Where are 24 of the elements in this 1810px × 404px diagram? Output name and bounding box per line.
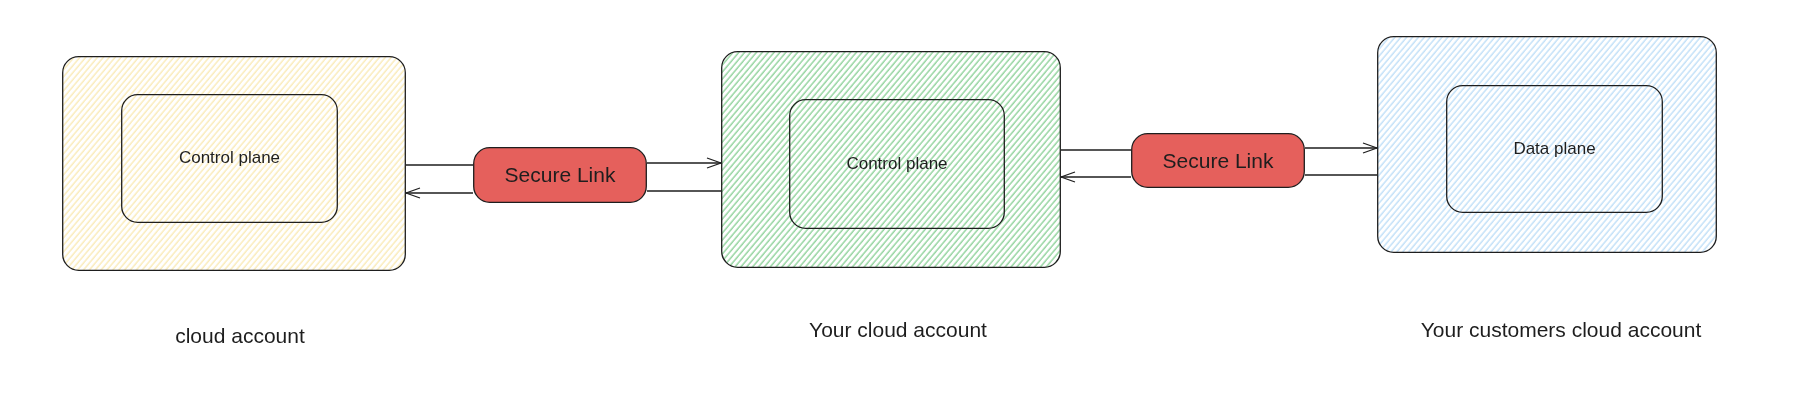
link-box: [1131, 133, 1305, 188]
arrow: [1060, 171, 1132, 183]
account-panel: [1377, 36, 1717, 253]
connector-line: [646, 190, 722, 192]
account-caption: Your cloud account: [809, 317, 987, 343]
link-box: [473, 147, 647, 203]
connector-line: [1060, 149, 1132, 151]
node-label: Secure Link: [1162, 147, 1274, 174]
node-label: Control plane: [846, 153, 948, 175]
account-caption: cloud account: [175, 323, 305, 349]
account-caption: Your customers cloud account: [1420, 317, 1702, 343]
inner-box: [121, 94, 338, 223]
arrow: [405, 187, 474, 199]
account-panel: [62, 56, 406, 271]
connector-line: [405, 164, 474, 166]
account-panel: [721, 51, 1061, 268]
arrow: [1304, 142, 1378, 154]
inner-box: [1446, 85, 1663, 213]
inner-box: [789, 99, 1005, 229]
node-label: Control plane: [178, 148, 281, 169]
arrow: [646, 157, 722, 169]
connector-line: [1304, 174, 1378, 176]
node-label: Secure Link: [504, 162, 616, 188]
node-label: Data plane: [1513, 138, 1596, 160]
